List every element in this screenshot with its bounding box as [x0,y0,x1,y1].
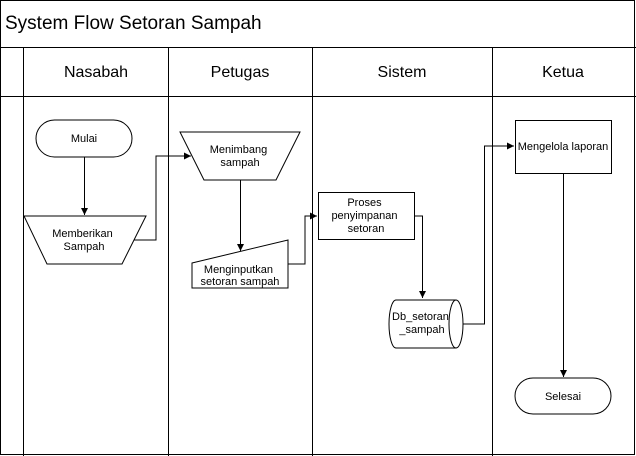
node-menimbang-line1: Menimbang [210,144,267,156]
arrow-menginputkan-to-proses [288,212,317,265]
node-mengelola-label: Mengelola laporan [518,141,609,153]
node-memberikan-line2: Sampah [64,241,105,253]
node-menimbang-line2: sampah [220,157,259,169]
node-mulai: Mulai [35,119,133,158]
lane-header-petugas: Petugas [211,64,270,81]
connectors [81,142,567,377]
arrow-memberikan-to-menimbang [134,152,191,241]
lane-header-sistem: Sistem [378,64,427,81]
node-menginputkan-setoran: Menginputkan setoran sampah [191,239,289,289]
node-proses-line1: Proses [347,197,382,209]
node-memberikan-line1: Memberikan [52,228,113,240]
svg-text:Memberikan Sampah: Memberikan Sampah [52,228,116,253]
svg-text:Menimbang sampah: Menimbang sampah [210,144,271,169]
node-proses-penyimpanan: Proses penyimpanan setoran [318,192,415,240]
svg-text:Db_setoran _sampah: Db_setoran _sampah [392,311,452,336]
svg-text:Mulai: Mulai [71,133,97,145]
node-db-setoran-sampah: Db_setoran _sampah [388,299,464,349]
diagram-title: System Flow Setoran Sampah [5,13,262,34]
node-menginputkan-line2: setoran sampah [201,276,280,288]
svg-text:Proses penyimpanan: Proses penyimpanan setoran [331,197,400,235]
node-mengelola-laporan: Mengelola laporan [515,120,612,174]
node-selesai-label: Selesai [545,391,581,403]
node-mulai-label: Mulai [71,133,97,145]
node-proses-line3: setoran [348,223,385,235]
node-memberikan-sampah: Memberikan Sampah [23,215,147,265]
lane-header-nasabah: Nasabah [64,64,128,81]
node-menginputkan-line1: Menginputkan [204,264,273,276]
arrow-proses-to-db [414,215,426,298]
lane-header-ketua: Ketua [542,64,584,81]
node-selesai: Selesai [514,377,612,415]
node-db-line2: _sampah [398,324,444,336]
node-db-line1: Db_setoran [392,311,449,323]
svg-text:Selesai: Selesai [545,391,581,403]
svg-text:Menginputkan setoran sam: Menginputkan setoran sampah [201,264,280,288]
arrow-db-to-mengelola [463,142,514,325]
node-menimbang-sampah: Menimbang sampah [179,131,301,181]
svg-text:Mengelola laporan: Mengelola laporan [518,141,609,153]
node-proses-line2: penyimpanan [331,210,397,222]
